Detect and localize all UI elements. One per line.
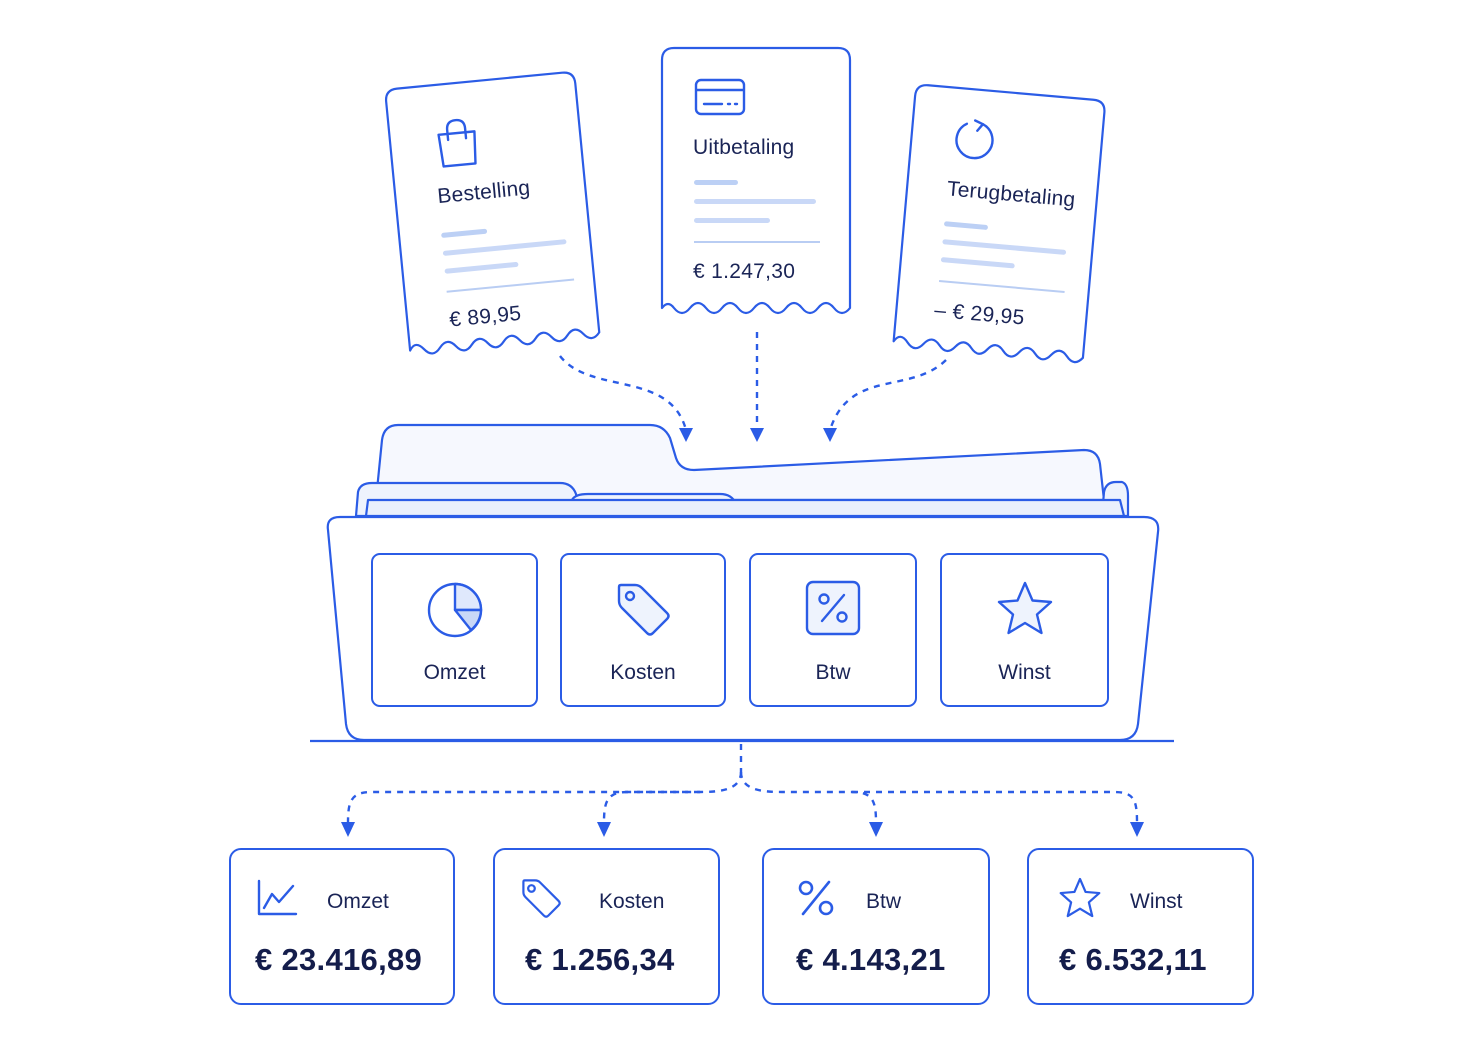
percent-icon — [798, 880, 834, 916]
result-btw-card[interactable]: Btw € 4.143,21 — [762, 848, 990, 1005]
receipt-order-paper — [384, 71, 601, 355]
percent-box-icon — [805, 580, 861, 636]
result-kosten-label: Kosten — [599, 890, 665, 913]
connector-kosten — [602, 790, 700, 823]
connector-omzet — [346, 771, 743, 823]
receipt-payout-title: Uitbetaling — [693, 136, 795, 159]
category-winst-label: Winst — [998, 661, 1051, 684]
result-arrowheads — [341, 822, 1144, 837]
result-omzet-label: Omzet — [327, 890, 389, 913]
credit-card-icon — [694, 78, 746, 116]
connector-refund — [828, 359, 947, 431]
result-btw-label: Btw — [866, 890, 902, 913]
folder-inner-sheet — [364, 498, 1126, 518]
receipt-payout-line-2 — [694, 199, 816, 204]
category-omzet-label: Omzet — [423, 661, 486, 684]
category-kosten-tile[interactable]: Kosten — [560, 553, 726, 707]
result-winst-value: € 6.532,11 — [1059, 942, 1207, 977]
result-winst-card[interactable]: Winst € 6.532,11 — [1027, 848, 1254, 1005]
category-kosten-label: Kosten — [610, 661, 676, 684]
star-icon — [1059, 877, 1101, 918]
receipt-order[interactable]: Bestelling € 89,95 — [384, 71, 601, 355]
price-tag-icon — [617, 583, 670, 636]
receipt-refund-paper — [892, 84, 1106, 364]
connector-order — [559, 355, 688, 431]
result-winst-label: Winst — [1130, 890, 1183, 913]
connector-winst — [852, 790, 1139, 823]
receipt-payout-line-1 — [694, 180, 738, 185]
folder-back-sheet — [374, 423, 1106, 502]
category-winst-tile[interactable]: Winst — [940, 553, 1109, 707]
receipt-payout-separator — [694, 241, 820, 243]
price-tag-icon — [522, 879, 561, 918]
refresh-icon — [955, 119, 994, 160]
receipt-payout[interactable]: Uitbetaling € 1.247,30 — [660, 46, 852, 315]
receipt-arrowheads — [679, 428, 837, 442]
pie-chart-icon — [427, 582, 482, 638]
connector-btw — [739, 771, 878, 823]
result-connectors — [346, 744, 1139, 823]
result-omzet-card[interactable]: Omzet € 23.416,89 — [229, 848, 455, 1005]
receipt-payout-line-3 — [694, 218, 770, 223]
receipt-payout-amount: € 1.247,30 — [693, 260, 796, 283]
line-chart-icon — [257, 879, 298, 916]
result-kosten-card[interactable]: Kosten € 1.256,34 — [493, 848, 720, 1005]
receipt-refund[interactable]: Terugbetaling – € 29,95 — [892, 84, 1106, 364]
result-btw-value: € 4.143,21 — [796, 942, 946, 977]
result-kosten-value: € 1.256,34 — [525, 942, 675, 977]
receipt-payout-paper — [660, 46, 852, 315]
shopping-bag-icon — [437, 118, 477, 168]
star-icon — [997, 581, 1052, 635]
category-omzet-tile[interactable]: Omzet — [371, 553, 538, 707]
result-omzet-value: € 23.416,89 — [255, 942, 423, 977]
receipt-connectors — [559, 332, 947, 431]
category-btw-tile[interactable]: Btw — [749, 553, 917, 707]
category-btw-label: Btw — [815, 661, 851, 684]
